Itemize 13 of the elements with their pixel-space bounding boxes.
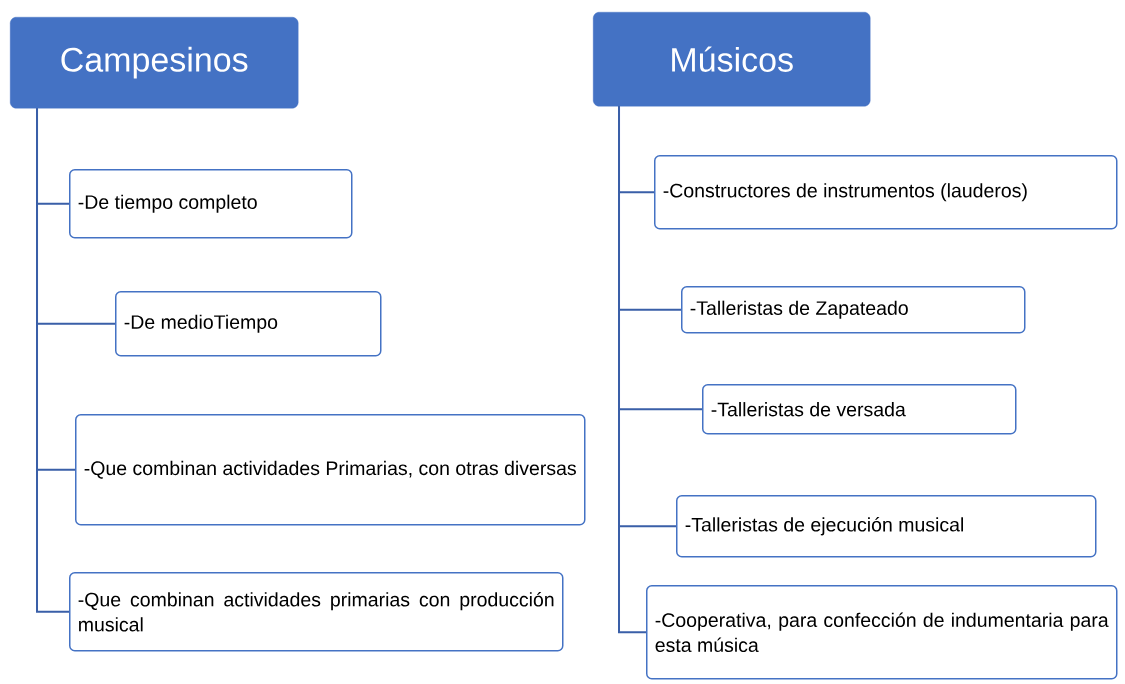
text-box: -Que combinan actividades Primarias, con otras diversas <box>75 414 586 526</box>
category-header: Campesinos <box>10 17 299 109</box>
text-box: -De medioTiempo <box>115 291 382 357</box>
text-box: -Talleristas de versada <box>702 384 1017 435</box>
text-box: -Talleristas de Zapateado <box>681 286 1026 334</box>
text-box: -Constructores de instrumentos (lauderos) <box>654 155 1118 230</box>
category-header: Músicos <box>593 12 871 107</box>
text-box: -Talleristas de ejecución musical <box>676 495 1097 558</box>
text-box: -Que combinan actividades primarias con producción musical <box>69 572 564 652</box>
connector <box>36 107 70 613</box>
text-box: -De tiempo completo <box>69 169 353 239</box>
connector <box>618 105 647 634</box>
text-box: -Cooperativa, para confección de indumentaria para esta música <box>646 585 1118 680</box>
